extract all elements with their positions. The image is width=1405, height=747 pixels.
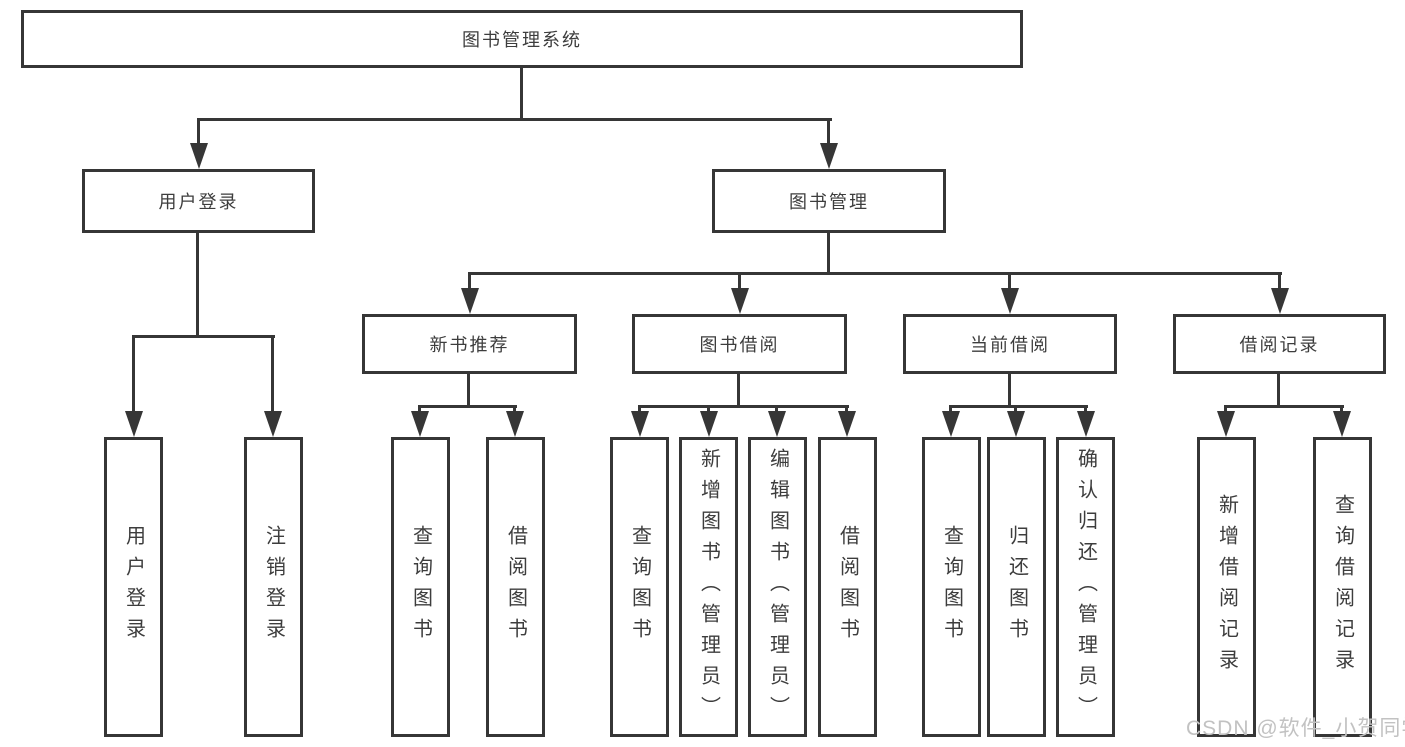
leaf-label: 用户登录	[122, 525, 145, 649]
connector-line	[707, 405, 710, 413]
connector-line	[196, 233, 199, 335]
connector-line	[418, 405, 421, 413]
node-user-login: 用户登录	[82, 169, 315, 233]
connector-line	[468, 272, 1282, 275]
leaf-label: 查询借阅记录	[1331, 494, 1354, 680]
leaf-current-query-books: 查询图书	[922, 437, 981, 737]
leaf-recommend-query-books: 查询图书	[391, 437, 450, 737]
leaf-label: 查询图书	[940, 525, 963, 649]
connector-line	[775, 405, 778, 413]
node-label: 借阅记录	[1239, 335, 1320, 355]
leaf-current-confirm-return-admin: 确认归还（管理员）	[1056, 437, 1115, 737]
arrowhead-icon	[768, 411, 786, 437]
node-library-management-system: 图书管理系统	[21, 10, 1023, 68]
leaf-current-return-books: 归还图书	[987, 437, 1046, 737]
connector-line	[738, 272, 741, 290]
connector-line	[638, 405, 849, 408]
connector-line	[132, 335, 135, 415]
node-label: 新书推荐	[429, 335, 510, 355]
arrowhead-icon	[461, 288, 479, 314]
connector-line	[468, 272, 471, 290]
connector-line	[827, 118, 830, 148]
connector-line	[1014, 405, 1017, 413]
arrowhead-icon	[1271, 288, 1289, 314]
connector-line	[1277, 374, 1280, 405]
arrowhead-icon	[700, 411, 718, 437]
leaf-label: 新增图书（管理员）	[697, 447, 720, 727]
node-label: 图书管理系统	[462, 30, 582, 50]
arrowhead-icon	[631, 411, 649, 437]
leaf-borrowing-borrow-books: 借阅图书	[818, 437, 877, 737]
connector-line	[949, 405, 1088, 408]
leaf-records-add-borrow-record: 新增借阅记录	[1197, 437, 1256, 737]
node-label: 用户登录	[158, 192, 239, 212]
connector-line	[1008, 272, 1011, 290]
connector-line	[949, 405, 952, 413]
node-label: 图书管理	[789, 192, 869, 212]
leaf-logout: 注销登录	[244, 437, 303, 737]
connector-line	[1084, 405, 1087, 413]
connector-line	[197, 118, 832, 121]
arrowhead-icon	[731, 288, 749, 314]
arrowhead-icon	[190, 143, 208, 169]
connector-line	[197, 118, 200, 148]
node-label: 图书借阅	[699, 335, 780, 355]
node-label: 当前借阅	[970, 335, 1050, 355]
connector-line	[1224, 405, 1344, 408]
connector-line	[513, 405, 516, 413]
connector-line	[132, 335, 275, 338]
connector-line	[1008, 374, 1011, 405]
leaf-label: 编辑图书（管理员）	[766, 447, 789, 727]
node-borrowing-records: 借阅记录	[1173, 314, 1386, 374]
arrowhead-icon	[264, 411, 282, 437]
node-book-borrowing: 图书借阅	[632, 314, 847, 374]
leaf-borrowing-add-books-admin: 新增图书（管理员）	[679, 437, 738, 737]
connector-line	[520, 68, 523, 118]
arrowhead-icon	[506, 411, 524, 437]
node-new-book-recommendation: 新书推荐	[362, 314, 577, 374]
arrowhead-icon	[125, 411, 143, 437]
arrowhead-icon	[820, 143, 838, 169]
leaf-records-query-borrow-record: 查询借阅记录	[1313, 437, 1372, 737]
arrowhead-icon	[838, 411, 856, 437]
connector-line	[1340, 405, 1343, 413]
arrowhead-icon	[1007, 411, 1025, 437]
node-book-management: 图书管理	[712, 169, 946, 233]
connector-line	[467, 374, 470, 405]
arrowhead-icon	[1333, 411, 1351, 437]
arrowhead-icon	[942, 411, 960, 437]
leaf-label: 查询图书	[409, 525, 432, 649]
node-current-borrowing: 当前借阅	[903, 314, 1117, 374]
leaf-label: 借阅图书	[836, 525, 859, 649]
connector-line	[737, 374, 740, 405]
connector-line	[827, 233, 830, 272]
leaf-label: 新增借阅记录	[1215, 494, 1238, 680]
leaf-label: 归还图书	[1005, 525, 1028, 649]
leaf-borrowing-edit-books-admin: 编辑图书（管理员）	[748, 437, 807, 737]
leaf-label: 查询图书	[628, 525, 651, 649]
arrowhead-icon	[1001, 288, 1019, 314]
leaf-user-login: 用户登录	[104, 437, 163, 737]
arrowhead-icon	[1217, 411, 1235, 437]
arrowhead-icon	[411, 411, 429, 437]
connector-line	[1278, 272, 1281, 290]
arrowhead-icon	[1077, 411, 1095, 437]
leaf-label: 注销登录	[262, 525, 285, 649]
connector-line	[271, 335, 274, 415]
leaf-label: 确认归还（管理员）	[1074, 447, 1097, 727]
leaf-label: 借阅图书	[504, 525, 527, 649]
connector-line	[418, 405, 517, 408]
connector-line	[845, 405, 848, 413]
connector-line	[638, 405, 641, 413]
leaf-recommend-borrow-books: 借阅图书	[486, 437, 545, 737]
leaf-borrowing-query-books: 查询图书	[610, 437, 669, 737]
connector-line	[1224, 405, 1227, 413]
watermark-text: CSDN @软件_小贺同学	[1186, 717, 1405, 740]
